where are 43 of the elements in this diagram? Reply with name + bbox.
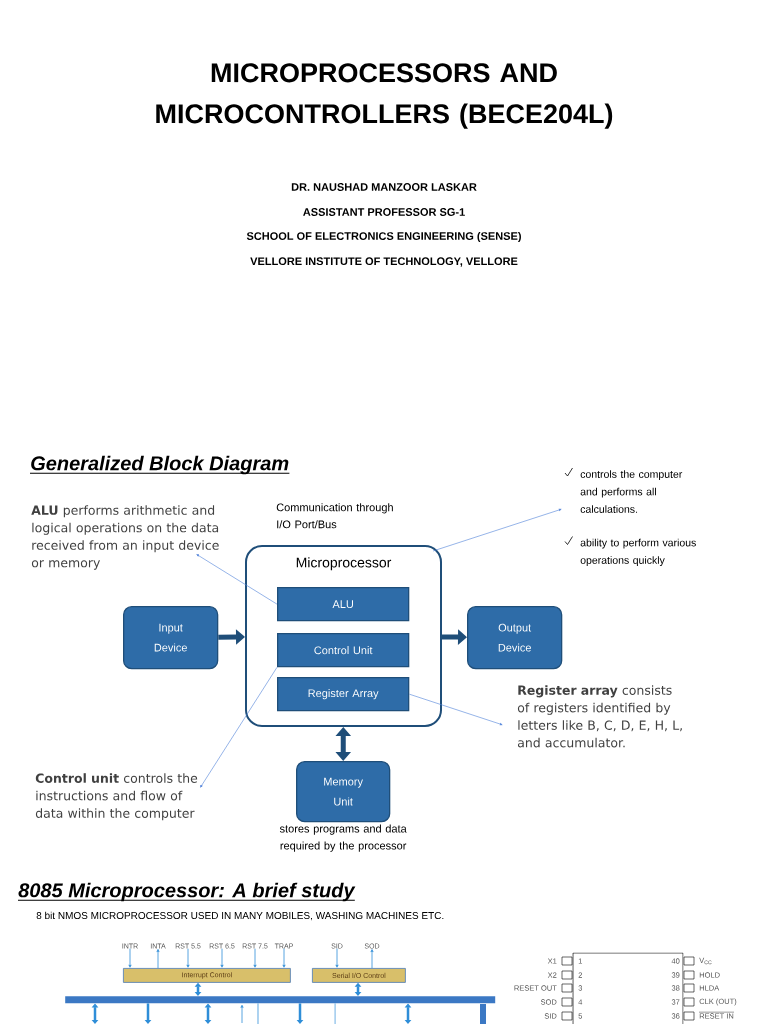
body-text: 8 bit NMOS MICROPROCESSOR USED IN MANY MOBILES, WASHING MACHINES ETC. <box>36 911 444 921</box>
device-box: Memory Unit <box>296 761 391 823</box>
unit-box: ALU <box>277 587 410 622</box>
signal-arrow <box>128 948 132 968</box>
bus-arrow <box>195 983 201 996</box>
signal-arrow <box>220 948 224 968</box>
device-box: Input Device <box>123 606 219 670</box>
annotation-text: Register array consists of registers identified by letters like B, C, D, E, H, L, and accumulator. <box>517 685 682 748</box>
leader-line <box>432 508 562 552</box>
bus-arrow <box>297 1003 303 1024</box>
annotation-text: Control unit controls the instructions and flow of data within the computer <box>35 773 198 821</box>
bus-arrow <box>205 1003 211 1024</box>
leader-line <box>200 667 278 788</box>
leader-line <box>409 693 503 726</box>
signal-arrow <box>186 948 190 968</box>
title: MICROPROCESSORS AND MICROCONTROLLERS (BECE204L) <box>156 63 613 129</box>
bus-arrow <box>355 983 361 996</box>
signal-arrow <box>253 948 257 968</box>
signal-line <box>257 1003 259 1024</box>
section-heading: 8085 Microprocessor: A brief study <box>17 882 356 902</box>
bus-arrow <box>92 1003 98 1024</box>
subtitle-line: SCHOOL OF ELECTRONICS ENGINEERING (SENSE) <box>246 231 521 243</box>
bus-arrow <box>145 1003 151 1024</box>
section-heading: Generalized Block Diagram <box>29 455 290 475</box>
unit-box: Control Unit <box>277 633 410 668</box>
subtitle-line: ASSISTANT PROFESSOR SG-1 <box>303 208 465 216</box>
annotation-text: Communication through I/O Port/Bus <box>276 503 393 529</box>
checklist-note: controls the computer and performs all calculations. ability to perform various operations quickly <box>564 467 696 566</box>
signal-arrow <box>282 948 286 968</box>
signal-arrow <box>335 948 339 968</box>
signal-arrow <box>156 949 160 969</box>
subtitle-line: DR. NAUSHAD MANZOOR LASKAR <box>291 183 477 191</box>
annotation-text: ALU performs arithmetic and logical operations on the data received from an input device or memory <box>31 505 219 570</box>
arrow <box>240 1004 244 1024</box>
block-arrow <box>335 727 352 761</box>
device-box: Output Device <box>467 606 563 670</box>
signal-arrow <box>370 949 374 969</box>
signal-line <box>334 1003 336 1024</box>
unit-box: Register Array <box>277 677 410 712</box>
caption-text: stores programs and data required by the processor <box>279 824 407 852</box>
leader-line <box>196 554 278 605</box>
subtitle-line: VELLORE INSTITUTE OF TECHNOLOGY, VELLORE <box>250 257 518 267</box>
bus-arrow <box>405 1003 411 1024</box>
